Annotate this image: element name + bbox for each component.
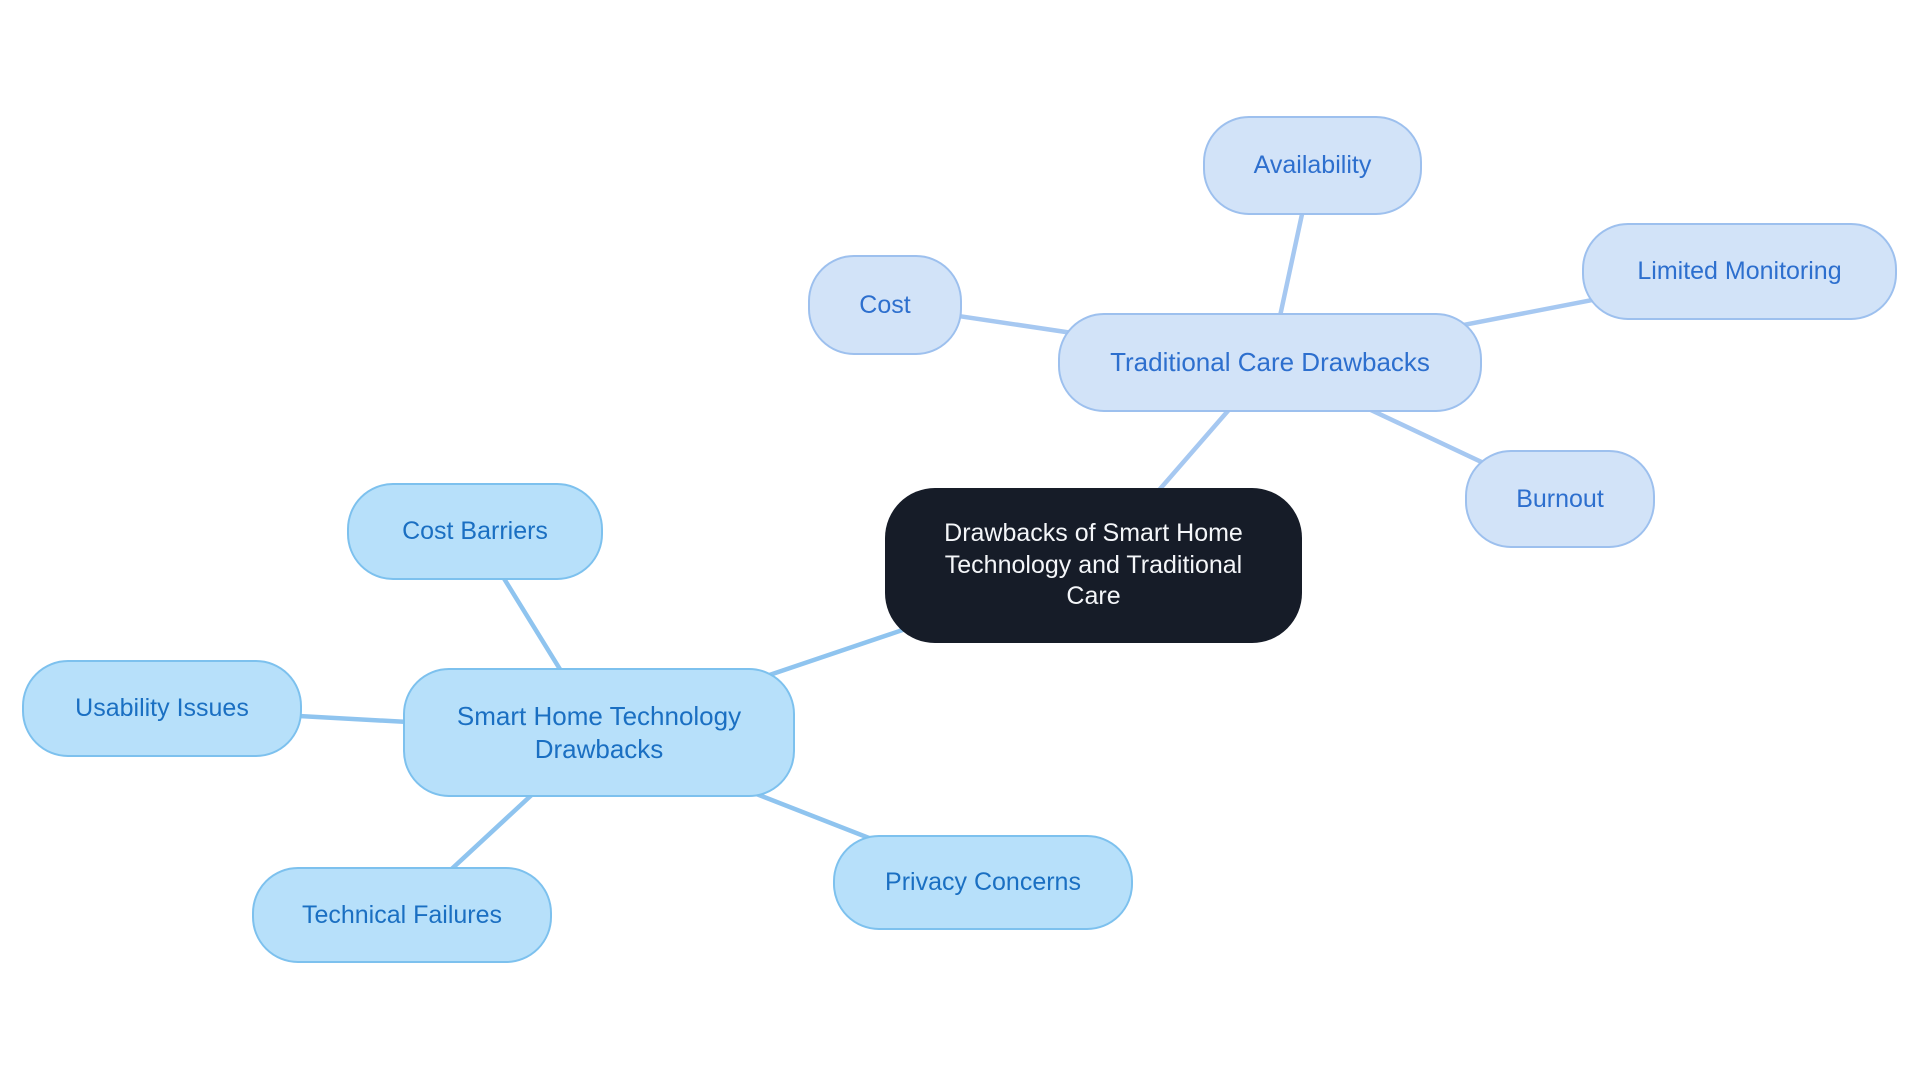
node-burnout[interactable]: Burnout: [1465, 450, 1655, 548]
node-traditional-care-drawbacks-label: Traditional Care Drawbacks: [1110, 347, 1430, 378]
node-cost-barriers-label: Cost Barriers: [402, 517, 548, 545]
node-availability-label: Availability: [1253, 151, 1372, 179]
node-availability[interactable]: Availability: [1203, 116, 1422, 215]
node-privacy-concerns[interactable]: Privacy Concerns: [833, 835, 1133, 930]
node-cost-label: Cost: [859, 290, 911, 319]
node-smart-home-technology-drawbacks[interactable]: Smart Home Technology Drawbacks: [403, 668, 795, 797]
node-technical-failures[interactable]: Technical Failures: [252, 867, 552, 963]
node-burnout-label: Burnout: [1516, 484, 1604, 513]
node-smart-home-technology-drawbacks-label: Smart Home Technology Drawbacks: [456, 701, 742, 764]
node-root[interactable]: Drawbacks of Smart Home Technology and T…: [885, 488, 1302, 643]
node-limited-monitoring[interactable]: Limited Monitoring: [1582, 223, 1897, 320]
node-traditional-care-drawbacks[interactable]: Traditional Care Drawbacks: [1058, 313, 1482, 412]
node-cost[interactable]: Cost: [808, 255, 962, 355]
node-cost-barriers[interactable]: Cost Barriers: [347, 483, 603, 580]
node-usability-issues-label: Usability Issues: [75, 694, 249, 722]
node-limited-monitoring-label: Limited Monitoring: [1637, 257, 1842, 285]
node-usability-issues[interactable]: Usability Issues: [22, 660, 302, 757]
node-technical-failures-label: Technical Failures: [301, 900, 503, 929]
node-privacy-concerns-label: Privacy Concerns: [885, 868, 1081, 896]
node-root-label: Drawbacks of Smart Home Technology and T…: [944, 518, 1243, 611]
